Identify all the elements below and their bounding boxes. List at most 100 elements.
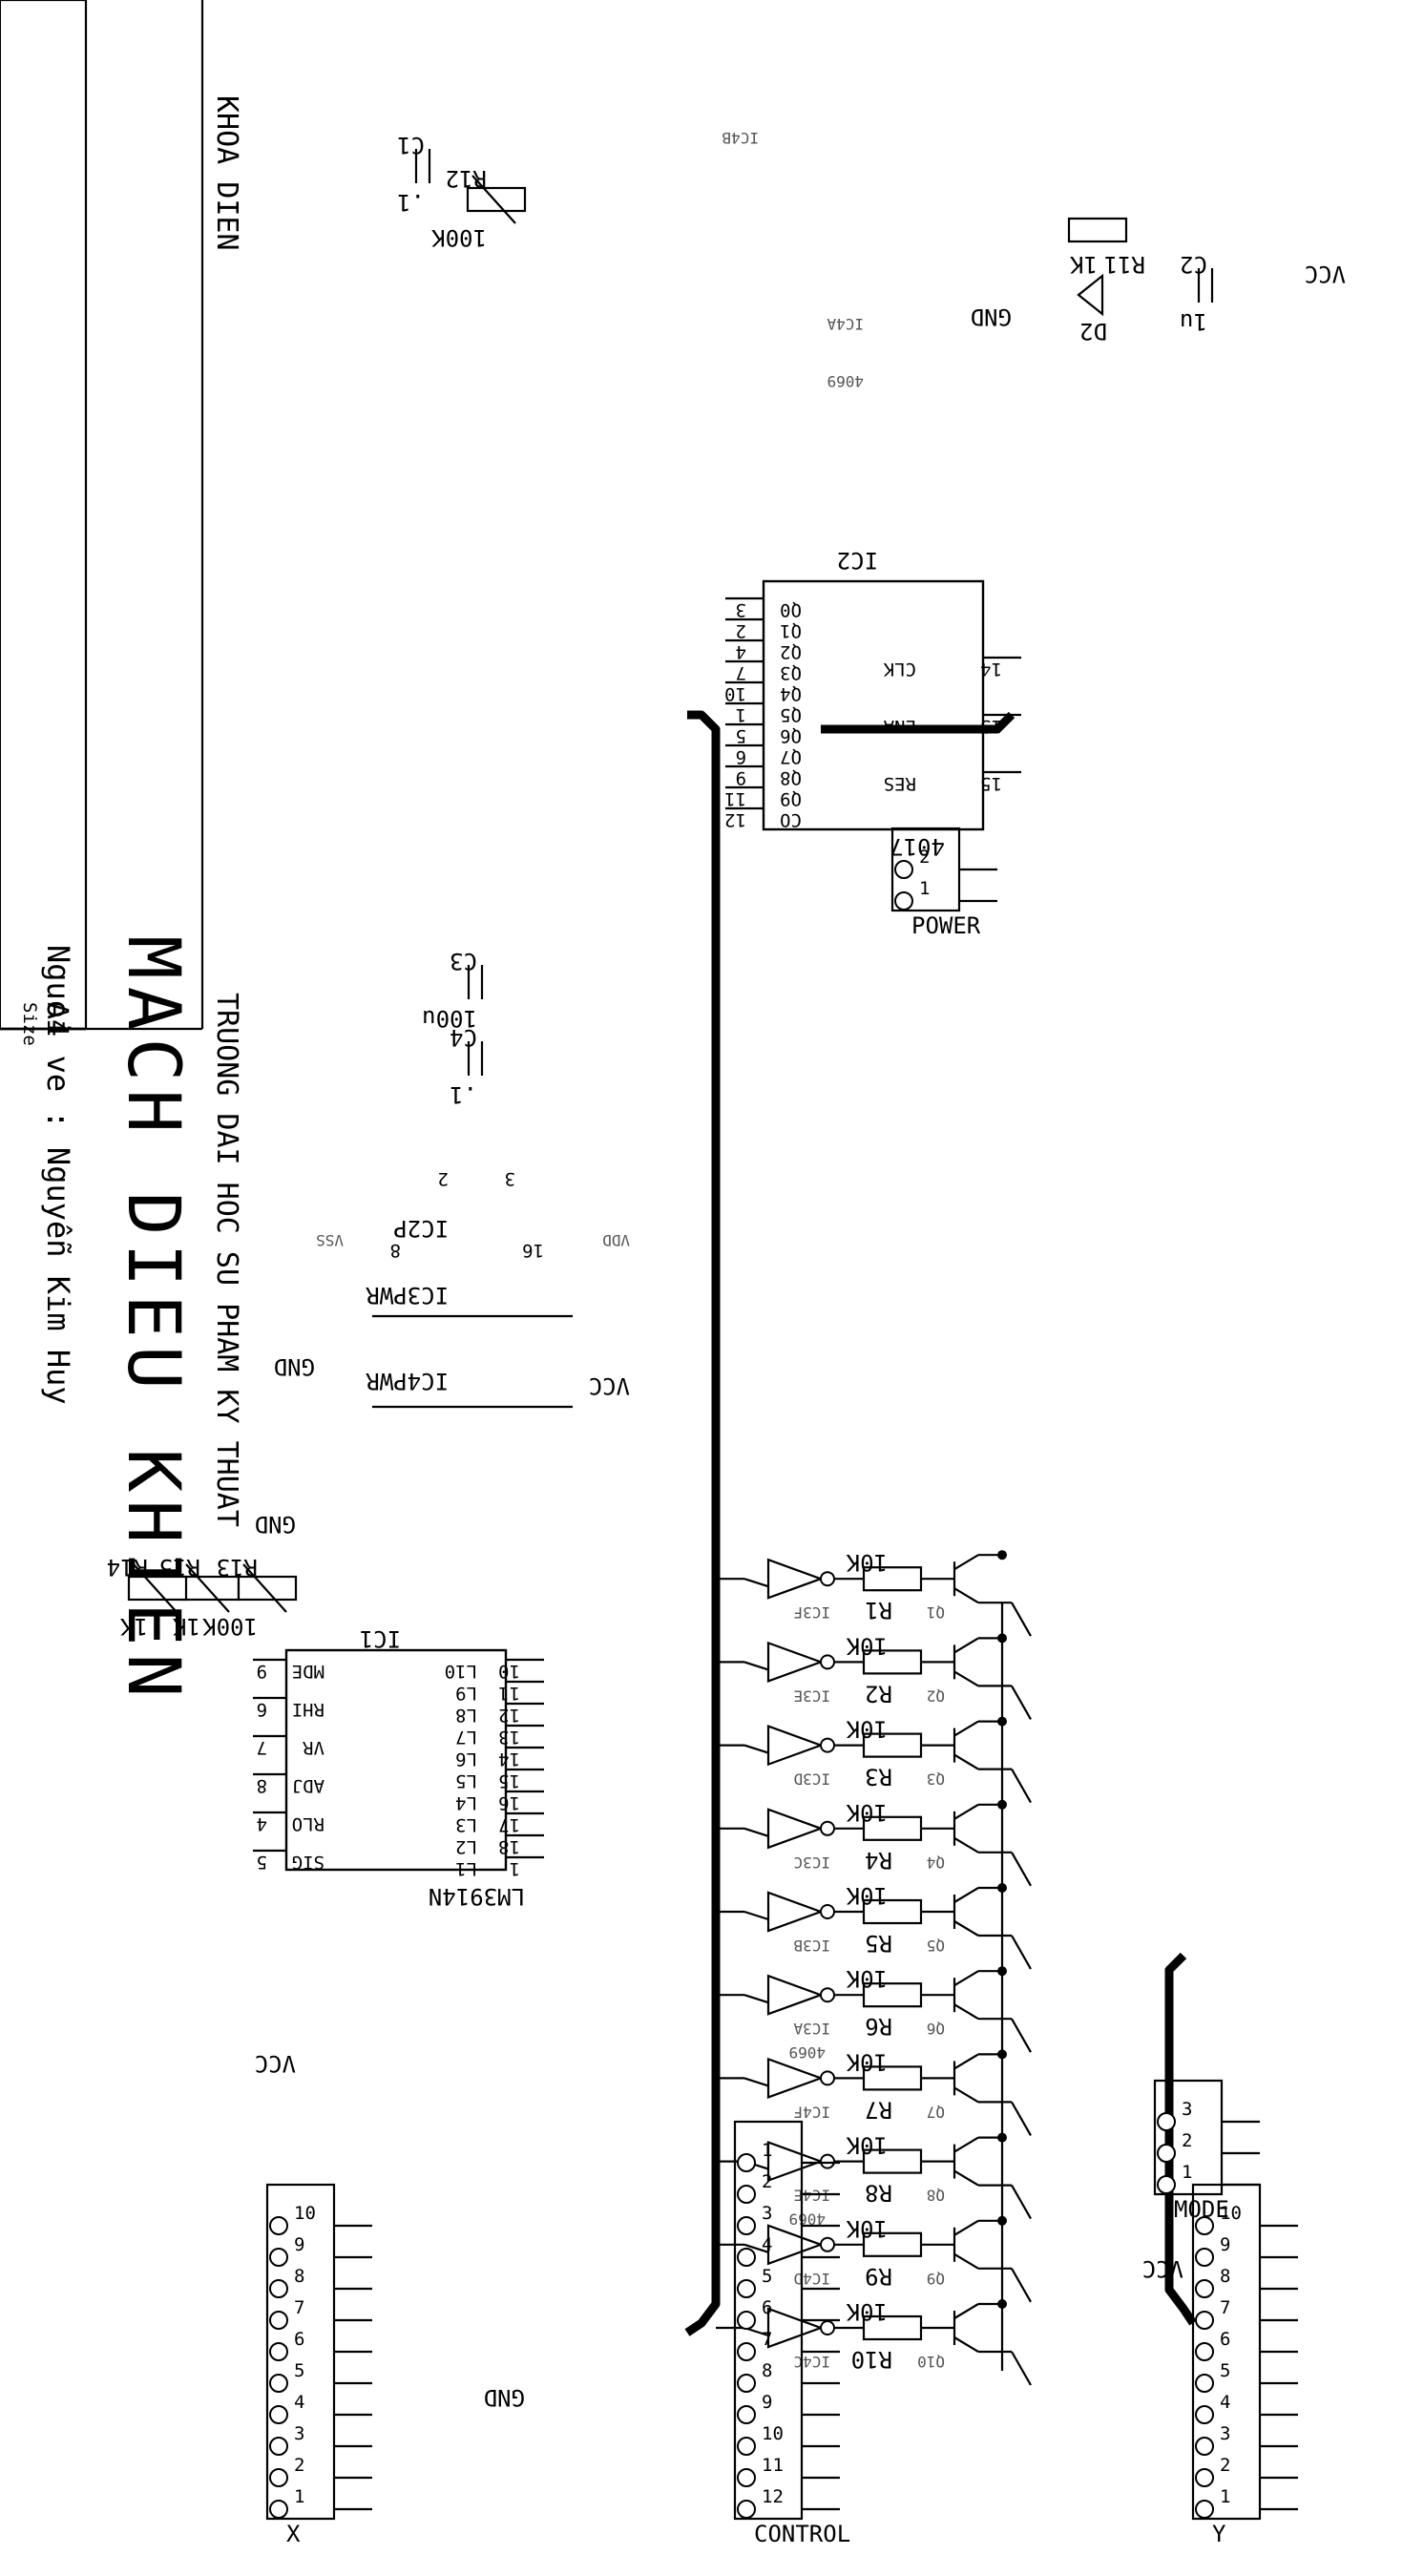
capacitor-name: C2 [1180, 251, 1207, 278]
connector-y-pin [1195, 2248, 1214, 2267]
potentiometer-arrow [471, 175, 516, 224]
ic1-pin-number: 11 [498, 1683, 520, 1704]
potentiometer-arrow [242, 1563, 287, 1613]
x-bus-lead [1011, 2351, 1032, 2386]
ic1-pin-name: L6 [455, 1749, 477, 1770]
potentiometer-value: 1K [120, 1613, 148, 1640]
ic1-pin-name: L7 [455, 1727, 477, 1748]
gnd-label: GND [971, 304, 1012, 330]
ic1-pin-name: L1 [455, 1858, 477, 1879]
ic1-pin-number: 10 [498, 1661, 520, 1682]
connector-x-pin [269, 2216, 288, 2235]
capacitor-value: .1 [397, 189, 425, 216]
ic2-pin-name: Q5 [780, 704, 802, 725]
ic2-pin-name: Q8 [780, 767, 802, 788]
connector-y-pin-number: 2 [1220, 2455, 1230, 2476]
connector-control-pin-number: 6 [762, 2297, 772, 2318]
potentiometer-arrow [185, 1563, 230, 1613]
connector-control-pin [737, 2248, 756, 2267]
transistor-collector [953, 1670, 979, 1687]
transistor-label: Q2 [927, 1686, 945, 1705]
ic1-pin-name: L5 [455, 1770, 477, 1791]
transistor-emitter [953, 2136, 979, 2153]
transistor-label: Q10 [917, 2353, 945, 2371]
stage-bus-tap [743, 1744, 769, 1754]
gnd-label: GND [484, 2384, 525, 2411]
transistor-emitter [953, 1554, 979, 1571]
connector-x-pin-number: 6 [294, 2329, 304, 2350]
resistor-value: 10K [846, 1632, 888, 1659]
ic1-pin-number: 9 [257, 1661, 267, 1682]
diode-label: D2 [1079, 318, 1107, 345]
capacitor-value: 1u [1180, 308, 1207, 335]
ic2-pin-name: Q7 [780, 746, 802, 767]
ic1-pin-number: 1 [510, 1858, 520, 1879]
resistor-value: 10K [846, 2048, 888, 2075]
ic2-pin-number: 2 [736, 620, 746, 641]
inverter-label: IC4E [793, 2187, 830, 2205]
ic2-pin-number: 14 [980, 659, 1002, 680]
connector-x-pin-number: 10 [294, 2203, 316, 2224]
connector-y-pin [1195, 2468, 1214, 2487]
connector-control-pin [737, 2153, 756, 2172]
resistor-r11 [1067, 217, 1128, 243]
resistor-value: 10K [846, 2132, 888, 2159]
connector-y-pin [1195, 2216, 1214, 2235]
transistor-label: Q4 [927, 1853, 945, 1872]
transistor-emitter [953, 2053, 979, 2070]
transistor-label: Q3 [927, 1770, 945, 1789]
resistor-value: 10K [846, 2298, 888, 2325]
inverter-part-number: 4069 [788, 2210, 826, 2229]
ic2-pin-number: 3 [736, 599, 746, 620]
ic2p-vdd: VDD [602, 1231, 630, 1249]
inverter-bubble [820, 2153, 835, 2169]
potentiometer-value: 1K [173, 1613, 200, 1640]
x-bus-lead [1011, 2018, 1032, 2053]
inverter-ic3f [766, 1558, 825, 1600]
ic1-pin-number: 5 [257, 1852, 267, 1873]
ic2-pin-name: RES [884, 773, 916, 794]
connector-x-pin [269, 2279, 288, 2298]
ic2-body [762, 579, 985, 831]
ic2-part-number: 4017 [890, 833, 945, 860]
ic2p-pin8: 8 [390, 1240, 401, 1261]
transistor-label: Q8 [927, 2187, 945, 2205]
connector-control-pin-number: 7 [762, 2329, 772, 2350]
inverter-ic4c [766, 2307, 825, 2349]
ic2-pin-name: Q6 [780, 725, 802, 746]
connector-x-pin [269, 2374, 288, 2393]
inverter-ic4f [766, 2057, 825, 2099]
transistor-collector [953, 2336, 979, 2353]
resistor-r11-name: R11 [1104, 251, 1145, 278]
connector-x-pin [269, 2311, 288, 2330]
connector-x-pin-number: 5 [294, 2360, 304, 2381]
ic2-pin-number: 11 [724, 788, 746, 809]
connector-y-label: Y [1212, 2521, 1226, 2547]
connector-control-pin-number: 8 [762, 2360, 772, 2381]
connector-power-pin [894, 860, 913, 879]
ic3pwr-label: IC3PWR [366, 1282, 449, 1309]
ic1-pin-number: 13 [498, 1727, 520, 1748]
vcc-label: VCC [255, 2050, 296, 2077]
ic1-pin-name: L3 [455, 1814, 477, 1835]
ic2-pin-number: 10 [724, 683, 746, 704]
resistor-name: R5 [865, 1930, 892, 1957]
ic2-pin-name: CLK [883, 659, 916, 680]
connector-y-pin-number: 9 [1220, 2234, 1230, 2255]
connector-x-label: X [286, 2521, 301, 2547]
connector-control-pin-number: 1 [762, 2140, 772, 2161]
connector-y-pin-number: 7 [1220, 2297, 1230, 2318]
connector-control-pin [737, 2405, 756, 2424]
ic2-pin-name: Q3 [780, 662, 802, 683]
gnd-label: GND [255, 1511, 296, 1538]
connector-control-pin-number: 9 [762, 2392, 772, 2413]
ic2p-pin3: 3 [505, 1168, 515, 1189]
